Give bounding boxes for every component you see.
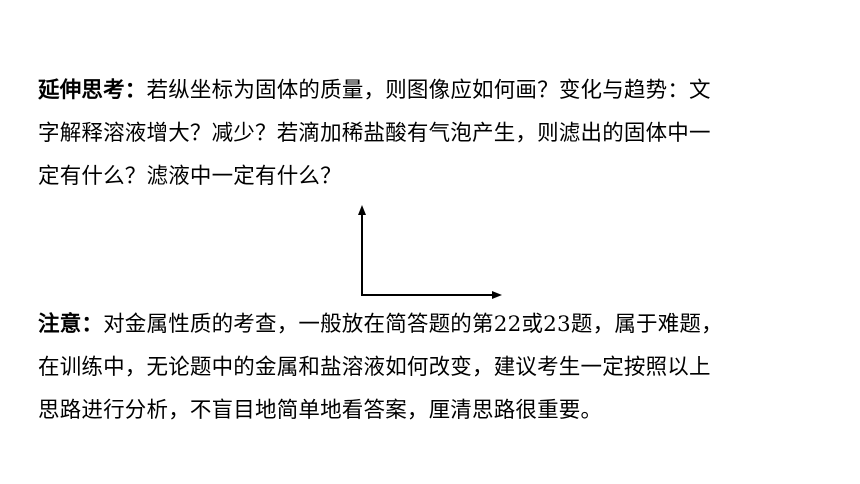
extension-thinking-paragraph: 延伸思考：若纵坐标为固体的质量，则图像应如何画？变化与趋势：文 字解释溶液增大？… xyxy=(38,69,828,198)
note-text-1: 对金属性质的考查，一般放在简答题的第22或23题，属于难题， xyxy=(103,312,723,337)
extension-thinking-line-1: 延伸思考：若纵坐标为固体的质量，则图像应如何画？变化与趋势：文 xyxy=(38,69,828,112)
blank-axes-graph xyxy=(358,205,502,299)
extension-thinking-line-3: 定有什么？滤液中一定有什么？ xyxy=(38,164,342,189)
note-line-1: 注意：对金属性质的考查，一般放在简答题的第22或23题，属于难题， xyxy=(38,303,828,346)
y-axis-arrow-icon xyxy=(358,205,366,215)
note-label: 注意： xyxy=(38,312,104,337)
note-paragraph: 注意：对金属性质的考查，一般放在简答题的第22或23题，属于难题， 在训练中，无… xyxy=(38,303,828,432)
extension-thinking-label: 延伸思考： xyxy=(38,78,147,103)
x-axis-arrow-icon xyxy=(492,291,502,299)
extension-thinking-line-2: 字解释溶液增大？减少？若滴加稀盐酸有气泡产生，则滤出的固体中一 xyxy=(38,121,711,146)
note-line-3: 思路进行分析，不盲目地简单地看答案，厘清思路很重要。 xyxy=(38,398,603,423)
extension-thinking-text-1: 若纵坐标为固体的质量，则图像应如何画？变化与趋势：文 xyxy=(146,78,711,103)
note-line-2: 在训练中，无论题中的金属和盐溶液如何改变，建议考生一定按照以上 xyxy=(38,355,711,380)
